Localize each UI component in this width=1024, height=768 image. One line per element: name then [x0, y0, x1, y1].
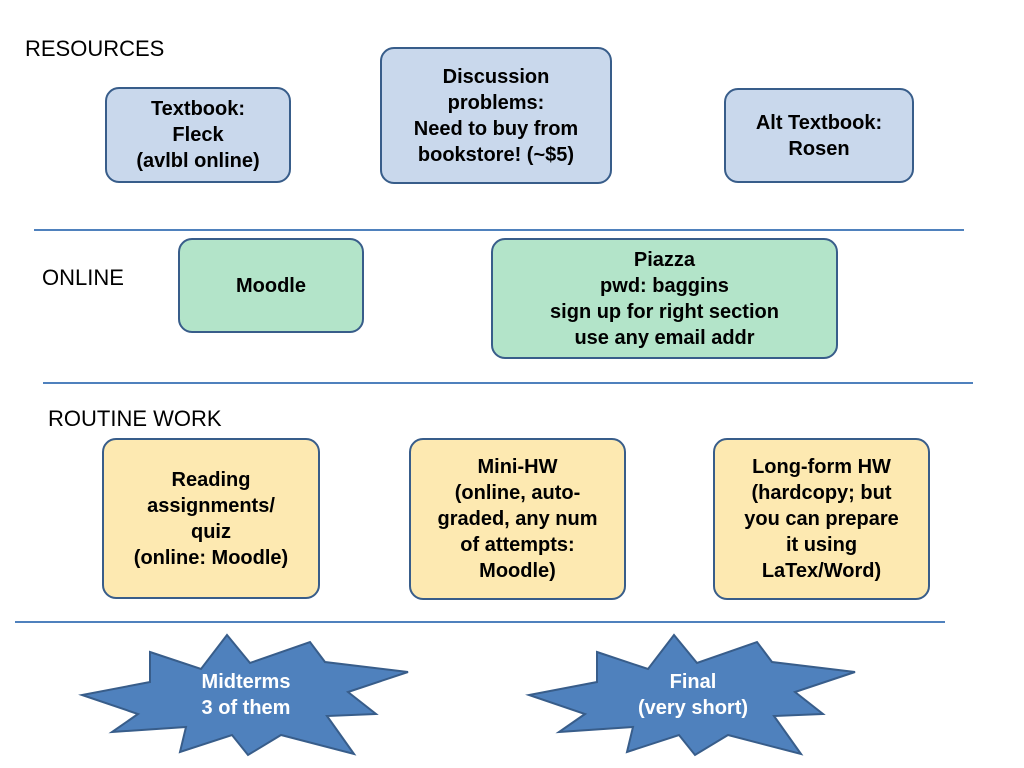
label-line: Reading [171, 468, 251, 491]
midterms-burst: Midterms 3 of them [78, 630, 414, 760]
piazza-box: Piazza pwd: baggins sign up for right sect… [491, 238, 838, 359]
textbook-box: Textbook: Fleck (avlbl online) [105, 87, 291, 183]
midterms-label: Midterms 3 of them [78, 630, 414, 760]
final-burst-shape [525, 633, 856, 757]
label-line: Need to buy from [413, 117, 579, 140]
midterms-burst-shape [78, 633, 409, 757]
mini-hw-box: Mini-HW (online, auto-graded, any num of a… [409, 438, 626, 600]
section-label-resources: RESOURCES [25, 36, 165, 61]
label-line: problems: [447, 91, 545, 114]
label-line: use any email addr [574, 326, 755, 349]
label-line: it using [785, 534, 858, 556]
discussion-problems-box: Discussion problems: Need to buy from books… [380, 47, 612, 184]
reading-assignments-box: Reading assignments/quiz (online: Moodle) [102, 438, 320, 599]
label-line: Moodle [236, 274, 306, 297]
label-line: Rosen [788, 137, 850, 160]
label-line: Final [669, 671, 717, 693]
label-line: (online: Moodle) [133, 546, 289, 569]
alt-textbook-box: Alt Textbook: Rosen [724, 88, 914, 183]
label-line: LaTex/Word) [761, 560, 882, 582]
divider-routine-exams [15, 621, 945, 623]
label-line: Alt Textbook: [755, 111, 883, 134]
label-line: 3 of them [201, 697, 291, 719]
label-line: Mini-HW [477, 456, 558, 478]
section-label-routine-work: ROUTINE WORK [48, 406, 222, 431]
label-line: Fleck [172, 124, 224, 146]
divider-online-routine [43, 382, 973, 384]
divider-resources-online [34, 229, 964, 231]
final-burst: Final (very short) [525, 630, 861, 760]
label-line: assignments/ [147, 494, 275, 517]
label-line: bookstore! (~$5) [417, 143, 575, 166]
label-line: (online, auto- [454, 482, 581, 504]
label-line: quiz [190, 520, 231, 543]
label-line: graded, any num [437, 508, 598, 530]
label-line: (hardcopy; but [751, 482, 892, 504]
moodle-box: Moodle [178, 238, 364, 333]
label-line: Piazza [633, 248, 696, 271]
label-line: of attempts: [460, 534, 575, 556]
final-label: Final (very short) [525, 630, 861, 760]
label-line: sign up for right section [550, 300, 779, 323]
label-line: (very short) [637, 697, 749, 719]
label-line: you can prepare [744, 508, 899, 530]
label-line: Discussion [442, 65, 550, 88]
label-line: Moodle) [479, 560, 556, 582]
label-line: pwd: baggins [600, 274, 729, 297]
section-label-online: ONLINE [42, 265, 124, 290]
label-line: Midterms [201, 671, 291, 693]
label-line: (avlbl online) [136, 150, 260, 172]
label-line: Long-form HW [752, 456, 891, 478]
long-form-hw-box: Long-form HW (hardcopy; but you can prepar… [713, 438, 930, 600]
label-line: Textbook: [150, 98, 246, 120]
